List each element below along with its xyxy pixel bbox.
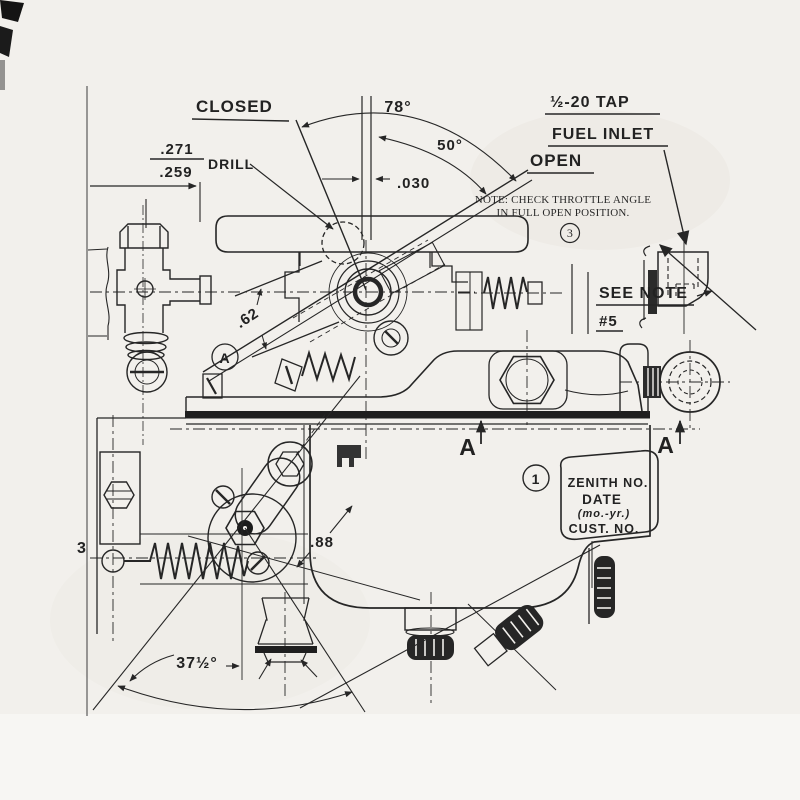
drain-plug-knurl xyxy=(407,635,454,660)
angle-78-label: 78° xyxy=(384,99,411,116)
cone-angle: 37½° xyxy=(176,655,218,672)
cover-screw-2 xyxy=(246,551,270,575)
arc-50deg xyxy=(378,135,487,195)
dim-topleft: CLOSED .271 .259 DRILL xyxy=(90,97,334,230)
scan-artifacts xyxy=(0,0,88,716)
valve-boss xyxy=(619,343,649,413)
lower-left-assembly: .88 3 xyxy=(77,375,601,713)
see-note-ref: #5 xyxy=(599,313,618,330)
link-rod-line xyxy=(187,535,421,601)
break-squiggle-bottom xyxy=(639,317,647,329)
cone-line-right xyxy=(299,544,601,709)
bowl-cover: A A xyxy=(185,343,721,467)
casting-edge xyxy=(105,246,110,340)
cone-angle-arc xyxy=(129,654,175,682)
fuel-inlet-label: FUEL INLET xyxy=(552,126,654,143)
throttle-plate-closed-dashed xyxy=(321,221,365,265)
detail-marker-circle xyxy=(211,343,239,371)
stem-end xyxy=(199,275,212,305)
closed-label: CLOSED xyxy=(196,97,273,116)
gasket-flange xyxy=(648,270,657,314)
idle-adjust-screw xyxy=(527,281,543,305)
fuel-inlet-leader xyxy=(663,149,690,246)
note-number-circle xyxy=(559,222,581,244)
stamp-number-circle xyxy=(522,464,550,492)
arc-78deg xyxy=(301,112,517,182)
id-stamp-pad xyxy=(559,449,659,541)
idle-valve-detail xyxy=(87,205,212,445)
open-label: OPEN xyxy=(530,151,582,170)
edge-dim-partial: 3 xyxy=(77,540,87,557)
closed-position-line xyxy=(295,119,367,291)
cover-clip xyxy=(337,445,361,467)
venturi-wall-upper xyxy=(234,260,323,297)
stamp-line3: (mo.-yr.) xyxy=(578,508,630,520)
see-note-leader xyxy=(659,244,757,331)
bottom-section: 37½° xyxy=(117,597,353,711)
drill-leader xyxy=(249,163,334,230)
casting-steps-right xyxy=(431,252,468,283)
detail-marker: A xyxy=(219,350,230,366)
shaft-hex-nut xyxy=(225,510,265,546)
cover-outline xyxy=(186,350,643,412)
bracket-hex-bolt xyxy=(103,481,135,509)
drill-dim-upper: .271 xyxy=(160,141,193,158)
idle-screw-head xyxy=(202,373,223,399)
side-plug-knurl xyxy=(594,556,615,618)
bolt-boss xyxy=(488,350,568,410)
note-line1: NOTE: CHECK THROTTLE ANGLE xyxy=(475,194,651,206)
throttle-lever-plate xyxy=(215,215,529,253)
angled-plug xyxy=(473,604,544,667)
idle-screw-bracket xyxy=(455,271,483,331)
venturi-wall-lower xyxy=(251,321,340,358)
drill-label: DRILL xyxy=(208,156,254,172)
section-marker-left: A xyxy=(459,434,477,460)
pump-screw-head xyxy=(274,358,303,392)
note-line2: IN FULL OPEN POSITION. xyxy=(497,207,630,219)
discharge-gasket xyxy=(255,646,317,653)
casting-steps-left xyxy=(284,252,300,322)
see-note-label: SEE NOTE xyxy=(599,285,688,302)
upper-right: ½-20 TAP FUEL INLET OPEN NOTE: CHECK THR… xyxy=(475,94,757,334)
lever-eye xyxy=(267,441,313,487)
note-number: 3 xyxy=(567,226,573,240)
swing-arc xyxy=(117,685,353,711)
angle-50-label: 50° xyxy=(437,137,463,154)
linkage-arm xyxy=(378,241,446,295)
cover-screw-1 xyxy=(211,485,235,509)
hex-cap xyxy=(119,223,169,249)
venturi-dim: .62 xyxy=(233,305,262,332)
tap-label: ½-20 TAP xyxy=(550,94,630,111)
fuel-valve-knob xyxy=(659,351,721,413)
hex-bolt xyxy=(499,355,555,405)
idle-adjust-spring xyxy=(483,276,528,310)
slotted-plug xyxy=(126,351,168,393)
section-marker-right: A xyxy=(657,432,675,458)
break-squiggle-top xyxy=(643,245,651,257)
bowl-outline xyxy=(309,425,651,609)
throttle-shaft xyxy=(352,276,384,308)
gasket-bar xyxy=(185,411,650,419)
drain-boss xyxy=(404,607,457,631)
lever-dim: .88 xyxy=(310,534,334,551)
linkage-pivot xyxy=(373,320,409,356)
throttle-assembly: .030 78° 50° xyxy=(202,96,533,382)
pump-boss xyxy=(207,493,297,583)
stamp-line2: DATE xyxy=(582,492,622,507)
gap-dim: .030 xyxy=(397,175,430,192)
stamp-line4: CUST. NO. xyxy=(569,522,640,536)
throttle-stop-spring xyxy=(301,349,356,384)
casting-mid: .62 A xyxy=(202,252,589,399)
swing-line-left xyxy=(92,375,361,711)
scan-blotches xyxy=(0,110,800,800)
drill-dim-lower: .259 xyxy=(159,164,192,181)
stamp-line1: ZENITH NO. xyxy=(568,476,649,490)
float-bracket xyxy=(99,451,141,545)
stamp-number: 1 xyxy=(532,471,541,487)
open-position-line xyxy=(202,169,529,373)
pump-spring xyxy=(149,542,249,580)
